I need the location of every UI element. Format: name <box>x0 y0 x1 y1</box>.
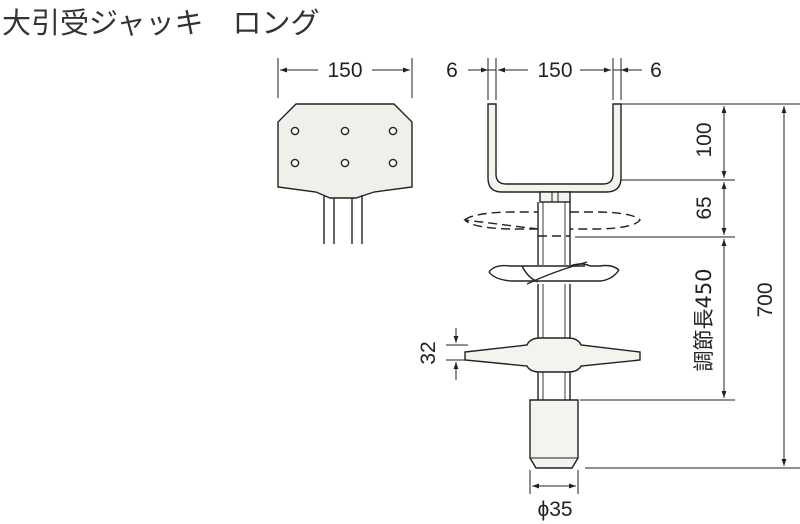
handle-nut <box>464 337 641 373</box>
dim-side-width: 150 <box>327 59 362 82</box>
dim-gap-right: 6 <box>650 59 662 82</box>
u-fork <box>487 103 622 193</box>
side-view <box>277 58 413 244</box>
dim-total-height: 700 <box>754 282 777 317</box>
dim-handle-thickness: 32 <box>417 341 440 364</box>
dim-gap-left: 6 <box>446 59 458 82</box>
nut-dashed <box>463 211 641 230</box>
break-symbol <box>488 263 620 283</box>
saddle-plate <box>277 103 413 199</box>
dim-nut-offset: 65 <box>693 196 716 219</box>
dim-fork-height: 100 <box>693 122 716 157</box>
page-title: 大引受ジャッキ ロング <box>2 6 320 40</box>
dim-adjust-length: 調節長450 <box>692 268 716 371</box>
dim-diameter: ϕ35 <box>537 498 572 521</box>
bolt-holes <box>290 126 398 168</box>
front-view <box>446 58 800 494</box>
dim-inner-width: 150 <box>537 59 572 82</box>
